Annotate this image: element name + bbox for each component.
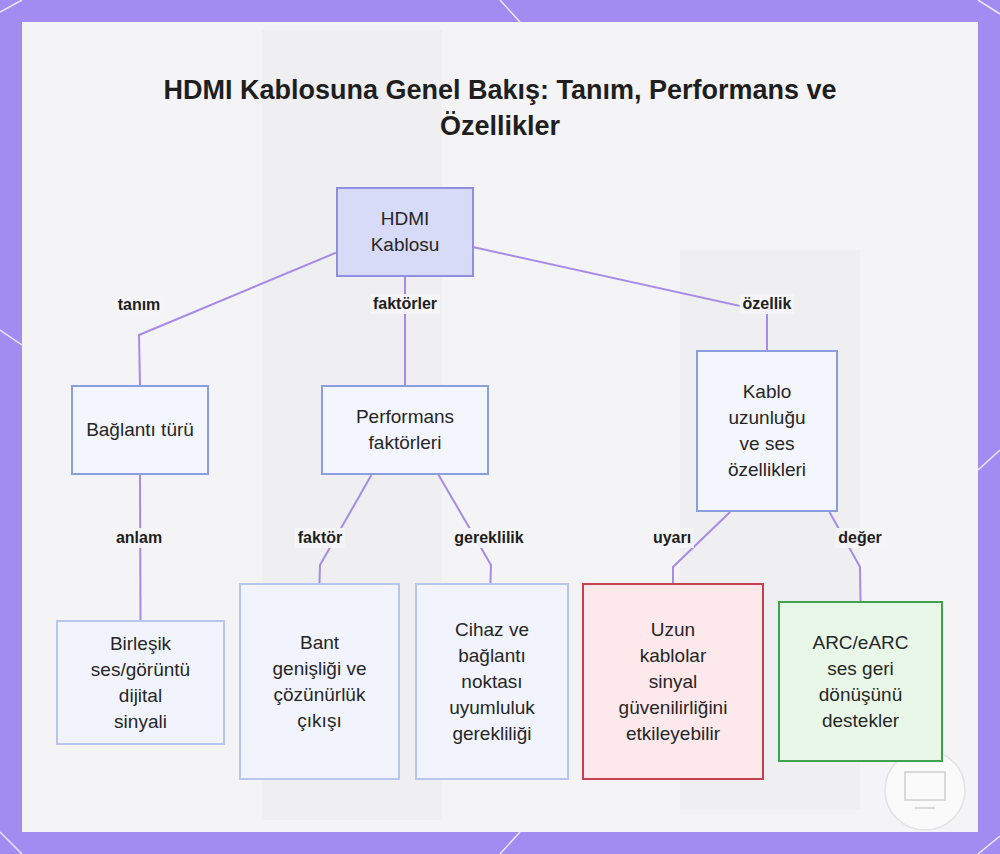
connector-line <box>829 512 860 601</box>
connector-line <box>139 253 336 385</box>
box-text: HDMI Kablosu <box>355 206 455 258</box>
edge-label: faktörler <box>370 294 440 314</box>
edge-label: özellik <box>740 294 795 314</box>
edge-label: değer <box>835 528 885 548</box>
connector-line <box>474 247 767 350</box>
watermark-logo <box>885 750 965 830</box>
box-text: Birleşik ses/görüntü dijital sinyali <box>91 631 191 735</box>
concept-box: Cihaz ve bağlantı noktası uyumluluk gere… <box>415 583 569 780</box>
edge-label: faktör <box>295 528 345 548</box>
concept-box: Uzun kablolar sinyal güvenilirliğini etk… <box>582 583 764 780</box>
concept-box: Kablo uzunluğu ve ses özellikleri <box>696 350 838 512</box>
edge-label: tanım <box>115 295 164 315</box>
box-text: Kablo uzunluğu ve ses özellikleri <box>717 379 817 483</box>
box-text: Bant genişliği ve çözünürlük çıkışı <box>270 630 370 734</box>
edge-label: gereklilik <box>451 528 526 548</box>
panel <box>22 22 978 832</box>
edge-label: anlam <box>113 528 165 548</box>
edge-label: uyarı <box>650 528 694 548</box>
box-text: Bağlantı türü <box>85 417 195 443</box>
diagram-title: HDMI Kablosuna Genel Bakış: Tanım, Perfo… <box>150 72 850 144</box>
concept-box: Birleşik ses/görüntü dijital sinyali <box>56 620 225 745</box>
concept-box: HDMI Kablosu <box>336 187 474 277</box>
box-text: Cihaz ve bağlantı noktası uyumluluk gere… <box>432 617 552 747</box>
concept-box: ARC/eARC ses geri dönüşünü destekler <box>778 601 943 762</box>
concept-box: Bant genişliği ve çözünürlük çıkışı <box>239 583 400 780</box>
concept-box: Performans faktörleri <box>321 385 489 475</box>
box-text: Performans faktörleri <box>335 404 475 456</box>
box-text: Uzun kablolar sinyal güvenilirliğini etk… <box>617 617 729 747</box>
box-text: ARC/eARC ses geri dönüşünü destekler <box>806 630 916 734</box>
concept-box: Bağlantı türü <box>71 385 209 475</box>
